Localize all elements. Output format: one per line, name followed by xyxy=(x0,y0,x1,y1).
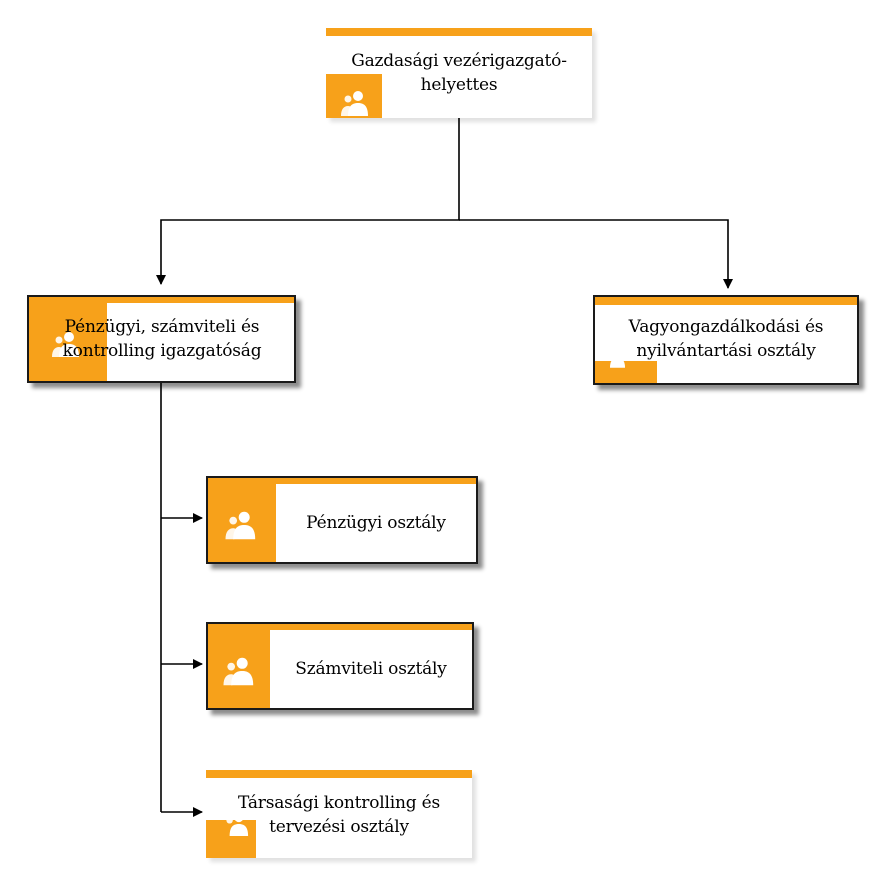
node-finance-directorate-label: Pénzügyi, számviteli és kontrolling igaz… xyxy=(62,317,262,361)
node-deputy-ceo: Gazdasági vezérigazgató-helyettes xyxy=(326,28,592,118)
people-icon xyxy=(223,657,254,686)
people-icon xyxy=(52,332,79,357)
node-accounting-dept-label: Számviteli osztály xyxy=(295,659,447,679)
node-finance-directorate: Pénzügyi, számviteli és kontrolling igaz… xyxy=(27,295,296,383)
edge-deputy-to-asset xyxy=(459,219,733,289)
node-finance-dept: Pénzügyi osztály xyxy=(206,476,478,564)
people-icon xyxy=(610,349,625,368)
node-accounting-dept: Számviteli osztály xyxy=(206,622,474,710)
node-deputy-ceo-label: Gazdasági vezérigazgató-helyettes xyxy=(351,51,567,95)
node-finance-dept-label: Pénzügyi osztály xyxy=(306,513,446,533)
people-icon xyxy=(226,812,249,836)
node-asset-mgmt-dept: Vagyongazdálkodási és nyilvántartási osz… xyxy=(593,295,859,385)
people-icon xyxy=(341,91,368,116)
node-controlling-dept: Társasági kontrolling és tervezési osztá… xyxy=(206,770,472,858)
node-controlling-dept-label: Társasági kontrolling és tervezési osztá… xyxy=(238,793,440,837)
edge-deputy-to-directorate xyxy=(156,118,460,285)
node-asset-mgmt-dept-label: Vagyongazdálkodási és nyilvántartási osz… xyxy=(628,317,824,361)
people-icon xyxy=(225,511,256,540)
